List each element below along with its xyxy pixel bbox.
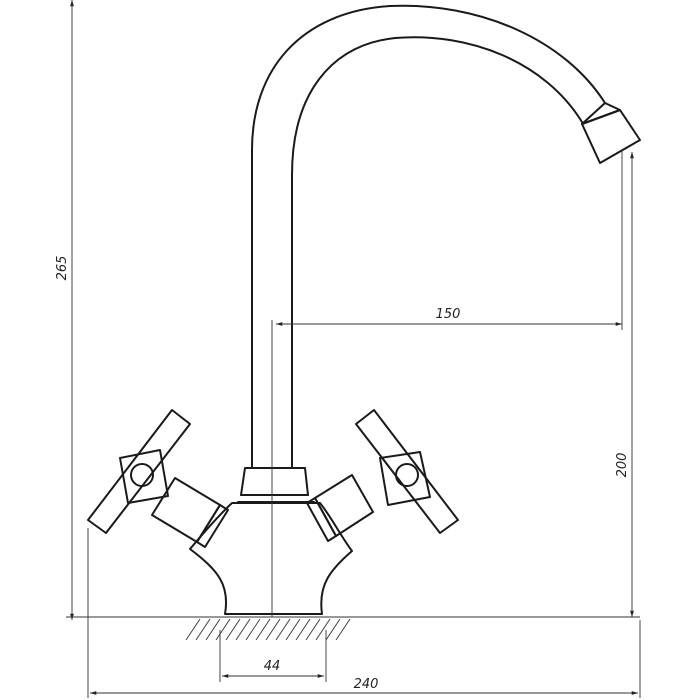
hatch-line bbox=[275, 618, 291, 641]
spout-nut bbox=[237, 467, 315, 503]
dimension-base-width: 44 bbox=[219, 630, 327, 682]
dimension-150-label: 150 bbox=[436, 307, 461, 322]
left-valve-handle bbox=[87, 409, 229, 548]
hatch-line bbox=[305, 618, 321, 641]
left-handle-screw-icon bbox=[130, 463, 154, 487]
dimension-265-label: 265 bbox=[55, 256, 70, 281]
dimension-overall-width: 240 bbox=[87, 528, 641, 698]
dimension-spout-reach: 150 bbox=[276, 150, 623, 330]
right-handle-screw-icon bbox=[395, 463, 419, 487]
hatch-line bbox=[295, 618, 311, 641]
hatch-line bbox=[195, 618, 211, 641]
aerator bbox=[581, 109, 641, 164]
dimension-44-label: 44 bbox=[264, 659, 281, 674]
hatch-line bbox=[215, 618, 231, 641]
hatch-line bbox=[185, 618, 201, 641]
dimension-200-label: 200 bbox=[615, 453, 630, 478]
dimension-spout-height: 200 bbox=[340, 152, 640, 618]
ground-hatching bbox=[185, 618, 351, 641]
dimension-240-label: 240 bbox=[354, 677, 379, 692]
hatch-line bbox=[335, 618, 351, 641]
dimension-height-total: 265 bbox=[55, 0, 210, 620]
hatch-line bbox=[285, 618, 301, 641]
right-valve-handle bbox=[306, 409, 459, 542]
hatch-line bbox=[245, 618, 261, 641]
hatch-line bbox=[205, 618, 221, 641]
mounting-surface bbox=[185, 616, 355, 641]
hatch-line bbox=[315, 618, 331, 641]
hatch-line bbox=[225, 618, 241, 641]
hatch-line bbox=[325, 618, 341, 641]
hatch-line bbox=[265, 618, 281, 641]
hatch-line bbox=[255, 618, 271, 641]
hatch-line bbox=[235, 618, 251, 641]
spout bbox=[251, 4, 641, 469]
